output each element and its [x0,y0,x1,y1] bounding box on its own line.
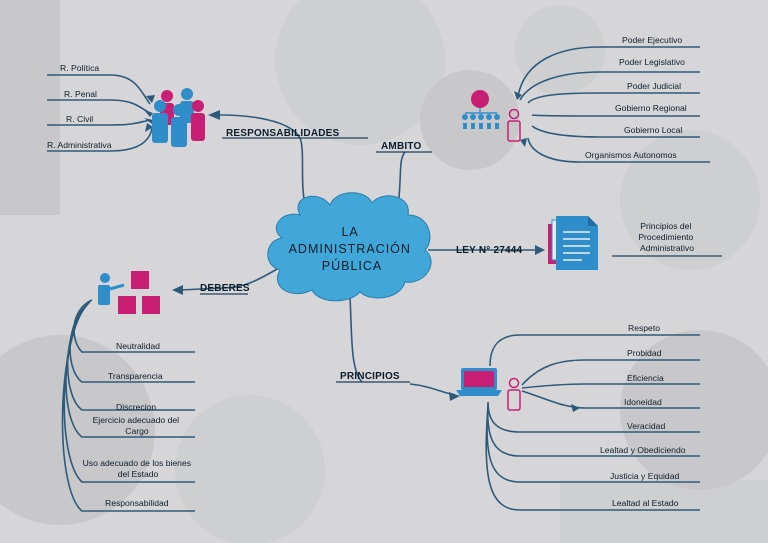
ambito-item: Gobierno Regional [615,103,687,113]
ley-item-line: Procedimiento [638,232,693,242]
branch-principios: PRINCIPIOS [340,371,400,382]
svg-text:LA ADMINISTRACIÓN: LA ADMINISTRACIÓN PÚBLICA [289,225,416,273]
laptop-icon [456,368,502,396]
principio-item: Eficiencia [627,373,664,383]
principio-item: Veracidad [627,421,665,431]
responsabilidades-subtree: R. Política R. Penal R. Civil R. Adminis… [47,63,155,152]
deber-item: Responsabilidad [105,498,169,508]
responsabilidad-item: R. Administrativa [47,140,112,150]
deber-item: Transparencia [108,371,163,381]
ambito-item: Poder Judicial [627,81,681,91]
responsabilidad-item: R. Civil [66,114,93,124]
deber-item: Uso adecuado de los bienes del Estado [83,458,194,479]
org-chart-icon [462,90,500,129]
principio-item: Respeto [628,323,660,333]
deberes-subtree: Neutralidad Transparencia Discrecion Eje… [61,299,195,512]
ambito-item: Gobierno Local [624,125,682,135]
ley-subtree: Principios del Procedimiento Administrat… [612,221,722,257]
principio-item: Lealtad y Obediciendo [600,445,686,455]
deber-item: Ejercicio adecuado del Cargo [93,415,182,436]
person-outline-icon [507,377,521,411]
center-cloud: LA ADMINISTRACIÓN PÚBLICA [267,192,432,302]
people-group-icon [152,88,205,147]
center-title-line: PÚBLICA [322,258,383,273]
branch-responsabilidades: RESPONSABILIDADES [226,128,340,139]
principio-item: Justicia y Equidad [610,471,679,481]
document-stack-icon [548,216,598,270]
ambito-subtree: Poder Ejecutivo Poder Legislativo Poder … [514,35,710,163]
ley-item-line: Administrativo [640,243,694,253]
branch-ambito: AMBITO [381,141,421,152]
responsabilidad-item: R. Penal [64,89,97,99]
principio-item: Lealtad al Estado [612,498,679,508]
ambito-item: Poder Legislativo [619,57,685,67]
principio-item: Probidad [627,348,662,358]
deber-item: Neutralidad [116,341,160,351]
branch-labels: RESPONSABILIDADES AMBITO LEY N° 27444 DE… [200,128,522,382]
branch-ley: LEY N° 27444 [456,245,522,256]
principio-item: Idoneidad [624,397,662,407]
person-boxes-icon [98,271,160,314]
branch-underlines [200,137,432,383]
person-outline-icon [507,108,521,142]
center-title-line: ADMINISTRACIÓN [289,241,411,256]
center-title-line: LA [341,225,358,239]
svg-text:Principios del Procedimi: Principios del Procedimiento Administrat… [638,221,695,253]
ley-item-line: Principios del [640,221,691,231]
deber-item: Discrecion [116,402,156,412]
ambito-item: Organismos Autonomos [585,150,677,160]
ambito-item: Poder Ejecutivo [622,35,682,45]
branch-deberes: DEBERES [200,283,250,294]
principios-subtree: Respeto Probidad Eficiencia Idoneidad Ve… [485,323,700,511]
responsabilidad-item: R. Política [60,63,99,73]
